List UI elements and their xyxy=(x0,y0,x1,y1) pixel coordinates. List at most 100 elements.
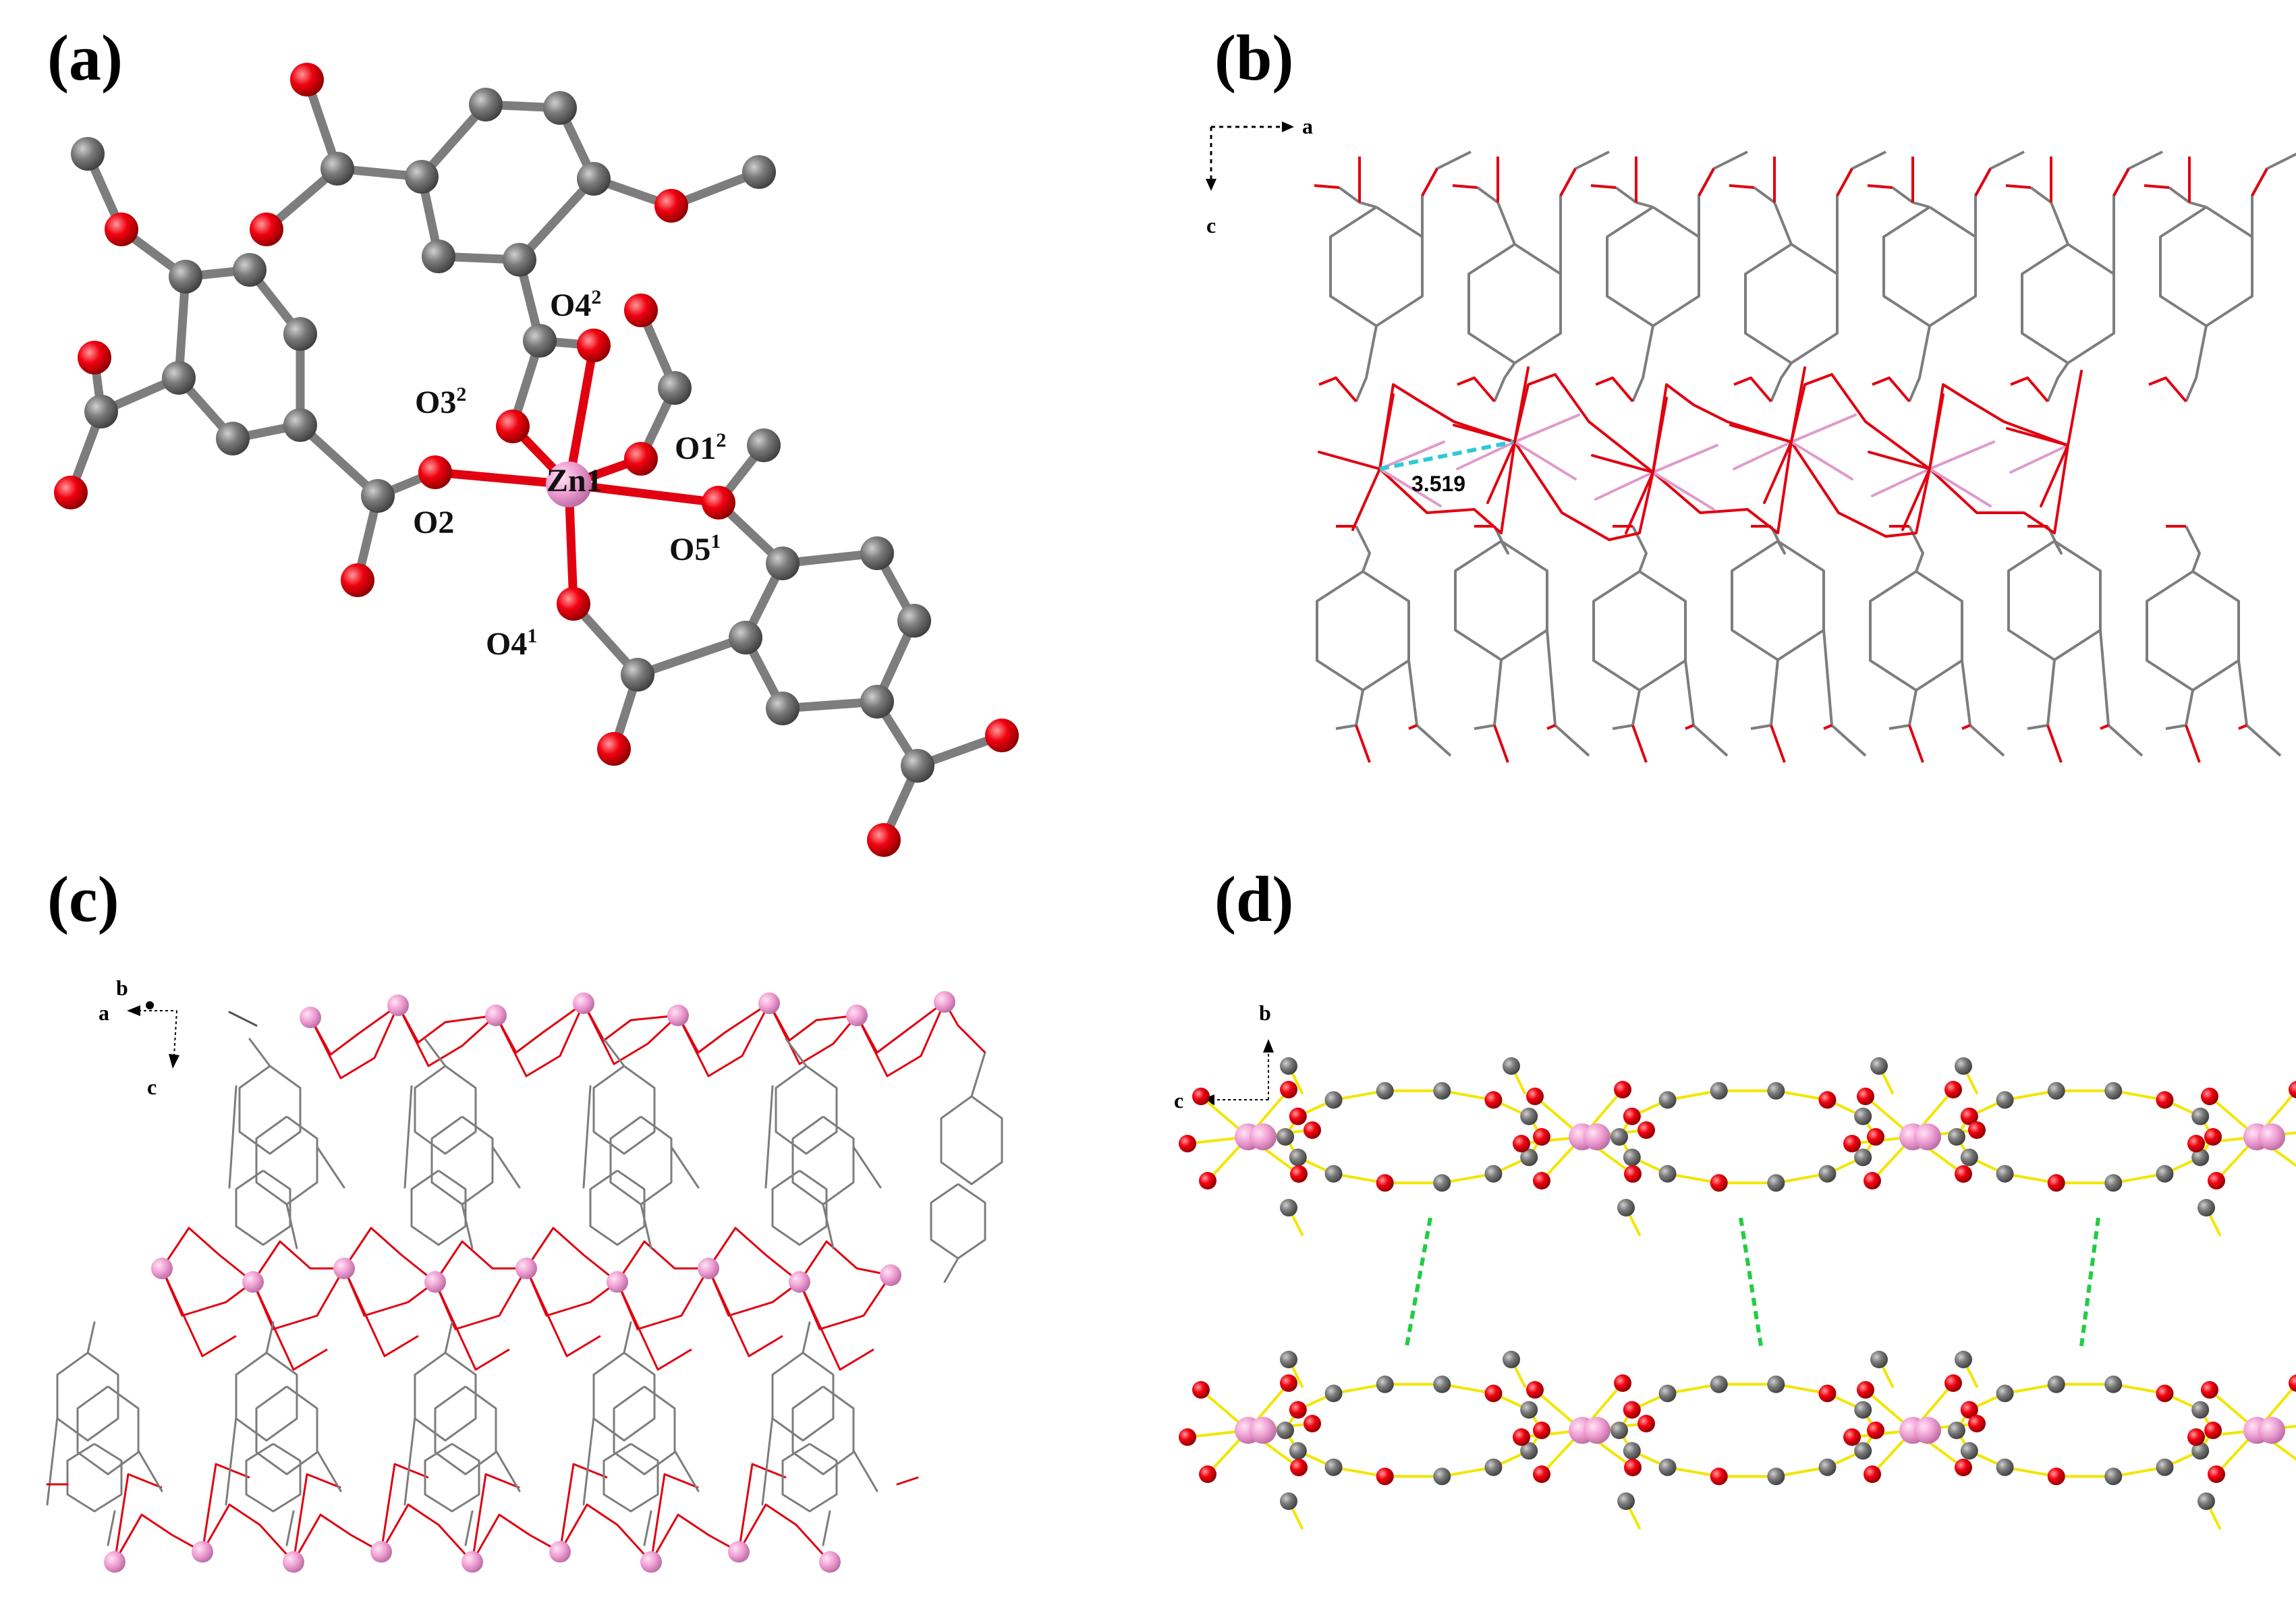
carbon-atom xyxy=(162,361,196,395)
ring xyxy=(589,1169,646,1246)
bridge xyxy=(495,1002,584,1054)
bond xyxy=(1615,186,1654,208)
bond xyxy=(2165,690,2194,730)
panel-c-axis-indicator: b a c xyxy=(99,976,179,1099)
oxygen-atom xyxy=(1513,1428,1530,1446)
bond xyxy=(1908,325,1931,402)
zinc-atom xyxy=(934,991,955,1013)
bond xyxy=(1684,660,1729,757)
carbon-atom xyxy=(1767,1375,1785,1393)
bond xyxy=(2112,168,2130,196)
carbon-atom xyxy=(1324,1091,1343,1109)
bond xyxy=(1338,186,1377,208)
zinc-atom xyxy=(104,1551,125,1573)
atom-label-o51: O51 xyxy=(669,530,721,567)
carbon-atom xyxy=(2197,1492,2215,1510)
oxygen-atom xyxy=(1955,1165,1972,1183)
zn-o-bond xyxy=(1594,471,1654,501)
zn-o-bond xyxy=(564,341,598,489)
bond xyxy=(1631,325,1654,402)
bond xyxy=(285,1203,298,1250)
oxygen-atom xyxy=(985,719,1019,752)
oxygen-atom xyxy=(577,329,611,362)
zinc-atom xyxy=(370,1541,392,1563)
oxygen-atom xyxy=(1624,1459,1642,1476)
panel-b-chain-view: (b) a c 3.519 xyxy=(1206,22,2296,763)
bond xyxy=(1355,725,1371,763)
panel-b-axis-indicator: a c xyxy=(1206,114,1313,237)
carboxylate-bridge xyxy=(1378,441,1516,534)
zinc-atom xyxy=(758,992,780,1014)
carbon-atom xyxy=(503,243,536,277)
carbon-atom xyxy=(1960,1148,1978,1167)
bond xyxy=(495,1449,521,1492)
bond xyxy=(2185,526,2201,572)
bridge xyxy=(309,1005,399,1080)
carbon-atom xyxy=(897,604,931,638)
bridge xyxy=(616,1240,708,1283)
ring xyxy=(1882,206,1977,327)
bond xyxy=(1546,629,1590,757)
bond xyxy=(1891,186,1930,208)
oxygen-atom xyxy=(1968,1415,1986,1432)
carbon-atom xyxy=(2104,1467,2123,1486)
bond xyxy=(265,1321,275,1354)
ring xyxy=(235,1351,298,1442)
bridge xyxy=(252,1281,328,1371)
oxygen-atom xyxy=(1637,1415,1655,1432)
oxygen-atom xyxy=(341,563,374,597)
bond xyxy=(1453,424,1516,443)
zn-o-bond xyxy=(1378,441,1445,470)
bond xyxy=(1284,1382,1543,1478)
bridge xyxy=(252,1268,345,1330)
bridge xyxy=(650,1473,699,1563)
zinc-atom xyxy=(728,1541,750,1563)
carbon-atom xyxy=(860,685,894,719)
bond xyxy=(491,1146,521,1189)
bond xyxy=(2100,724,2109,730)
panel-c-axis-a: a xyxy=(99,1001,109,1025)
bond xyxy=(316,1146,345,1189)
carbon-atom xyxy=(1658,1091,1677,1109)
zinc-atom xyxy=(283,1551,304,1573)
oxygen-atom xyxy=(2047,1467,2065,1486)
carbon-atom xyxy=(1324,1165,1343,1183)
panel-d-axis-b: b xyxy=(1259,1001,1271,1025)
zinc-atom xyxy=(819,1551,841,1573)
bond xyxy=(2046,725,2063,763)
bridge xyxy=(343,1227,436,1283)
oxygen-atom xyxy=(496,410,530,443)
atom-label-o12: O12 xyxy=(675,429,726,466)
zinc-atom xyxy=(151,1258,173,1279)
bond xyxy=(822,1203,835,1250)
bond xyxy=(464,1510,474,1546)
oxygen-atom xyxy=(1526,1381,1544,1399)
carbon-atom xyxy=(1520,1148,1538,1167)
bridge xyxy=(434,1268,528,1330)
carbon-atom xyxy=(860,536,894,570)
bridge xyxy=(161,1268,254,1317)
carbon-atom xyxy=(1520,1107,1538,1125)
bond xyxy=(1763,441,1793,504)
oxygen-atom xyxy=(1533,1465,1550,1483)
bond xyxy=(2010,376,2049,403)
carbon-atom xyxy=(1996,1091,2014,1109)
bond xyxy=(2112,150,2163,274)
carbon-atom xyxy=(1870,1057,1888,1075)
zinc-atom xyxy=(1914,1417,1941,1444)
oxygen-atom xyxy=(1484,1091,1503,1109)
bond xyxy=(1631,725,1648,763)
carbon-atom xyxy=(742,155,776,189)
atom-label-o41: O41 xyxy=(486,625,537,662)
bond xyxy=(1901,468,1931,531)
bond xyxy=(1618,1382,1877,1478)
zn-o-bond xyxy=(1513,414,1580,443)
zn-o-bond xyxy=(1790,414,1857,443)
bond xyxy=(1421,150,1472,237)
zinc-atom xyxy=(461,1551,483,1573)
bond xyxy=(802,1321,811,1354)
zinc-atom xyxy=(387,994,409,1016)
pi-stacking-dashed-line xyxy=(1405,1217,1432,1347)
zn-o-bond xyxy=(1378,468,1442,507)
bond xyxy=(1378,393,1395,470)
